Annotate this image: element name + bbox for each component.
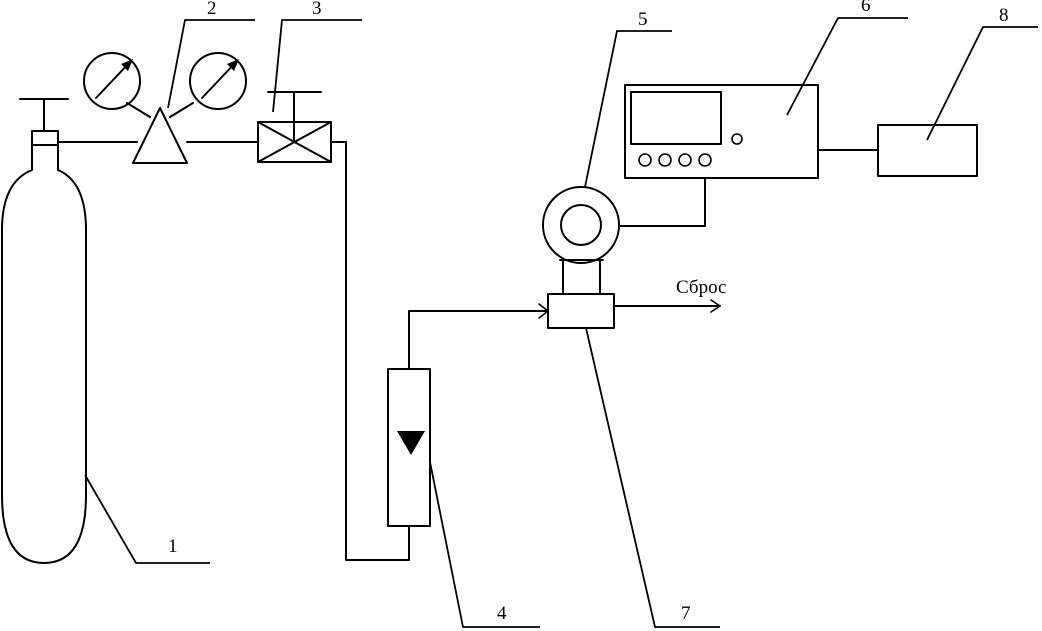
analyzer-display (630, 91, 722, 145)
callout-4: 4 (497, 603, 507, 624)
pressure-reducer (126, 102, 194, 164)
pipe-valve-rotameter (330, 141, 410, 561)
arrow-right-icon (710, 299, 721, 313)
analyzer-button (678, 153, 692, 167)
vent-label: Сброс (676, 277, 726, 298)
triangle-down-icon (397, 431, 425, 455)
gas-cylinder (1, 98, 87, 564)
shutoff-valve (257, 91, 332, 163)
pressure-gauge-icon (83, 52, 141, 110)
pressure-gauge-icon (189, 52, 247, 110)
analyzer-knob (731, 133, 743, 145)
callout-leaders (84, 17, 1038, 628)
gas-sensor (542, 186, 620, 295)
callout-1: 1 (168, 536, 178, 557)
analyzer-button (658, 153, 672, 167)
gas-analyzer (624, 84, 819, 179)
callout-7: 7 (681, 603, 691, 624)
cable-sensor-analyzer (618, 177, 706, 227)
rotameter (387, 368, 431, 527)
callout-2: 2 (207, 0, 217, 19)
analyzer-button (698, 153, 712, 167)
recording-device (877, 124, 978, 177)
callout-8: 8 (999, 5, 1009, 26)
callout-3: 3 (312, 0, 322, 19)
analyzer-button (638, 153, 652, 167)
flow-adapter (547, 293, 615, 329)
pipe-rotameter-adapter (408, 310, 549, 370)
callout-6: 6 (861, 0, 871, 16)
callout-5: 5 (638, 9, 648, 30)
